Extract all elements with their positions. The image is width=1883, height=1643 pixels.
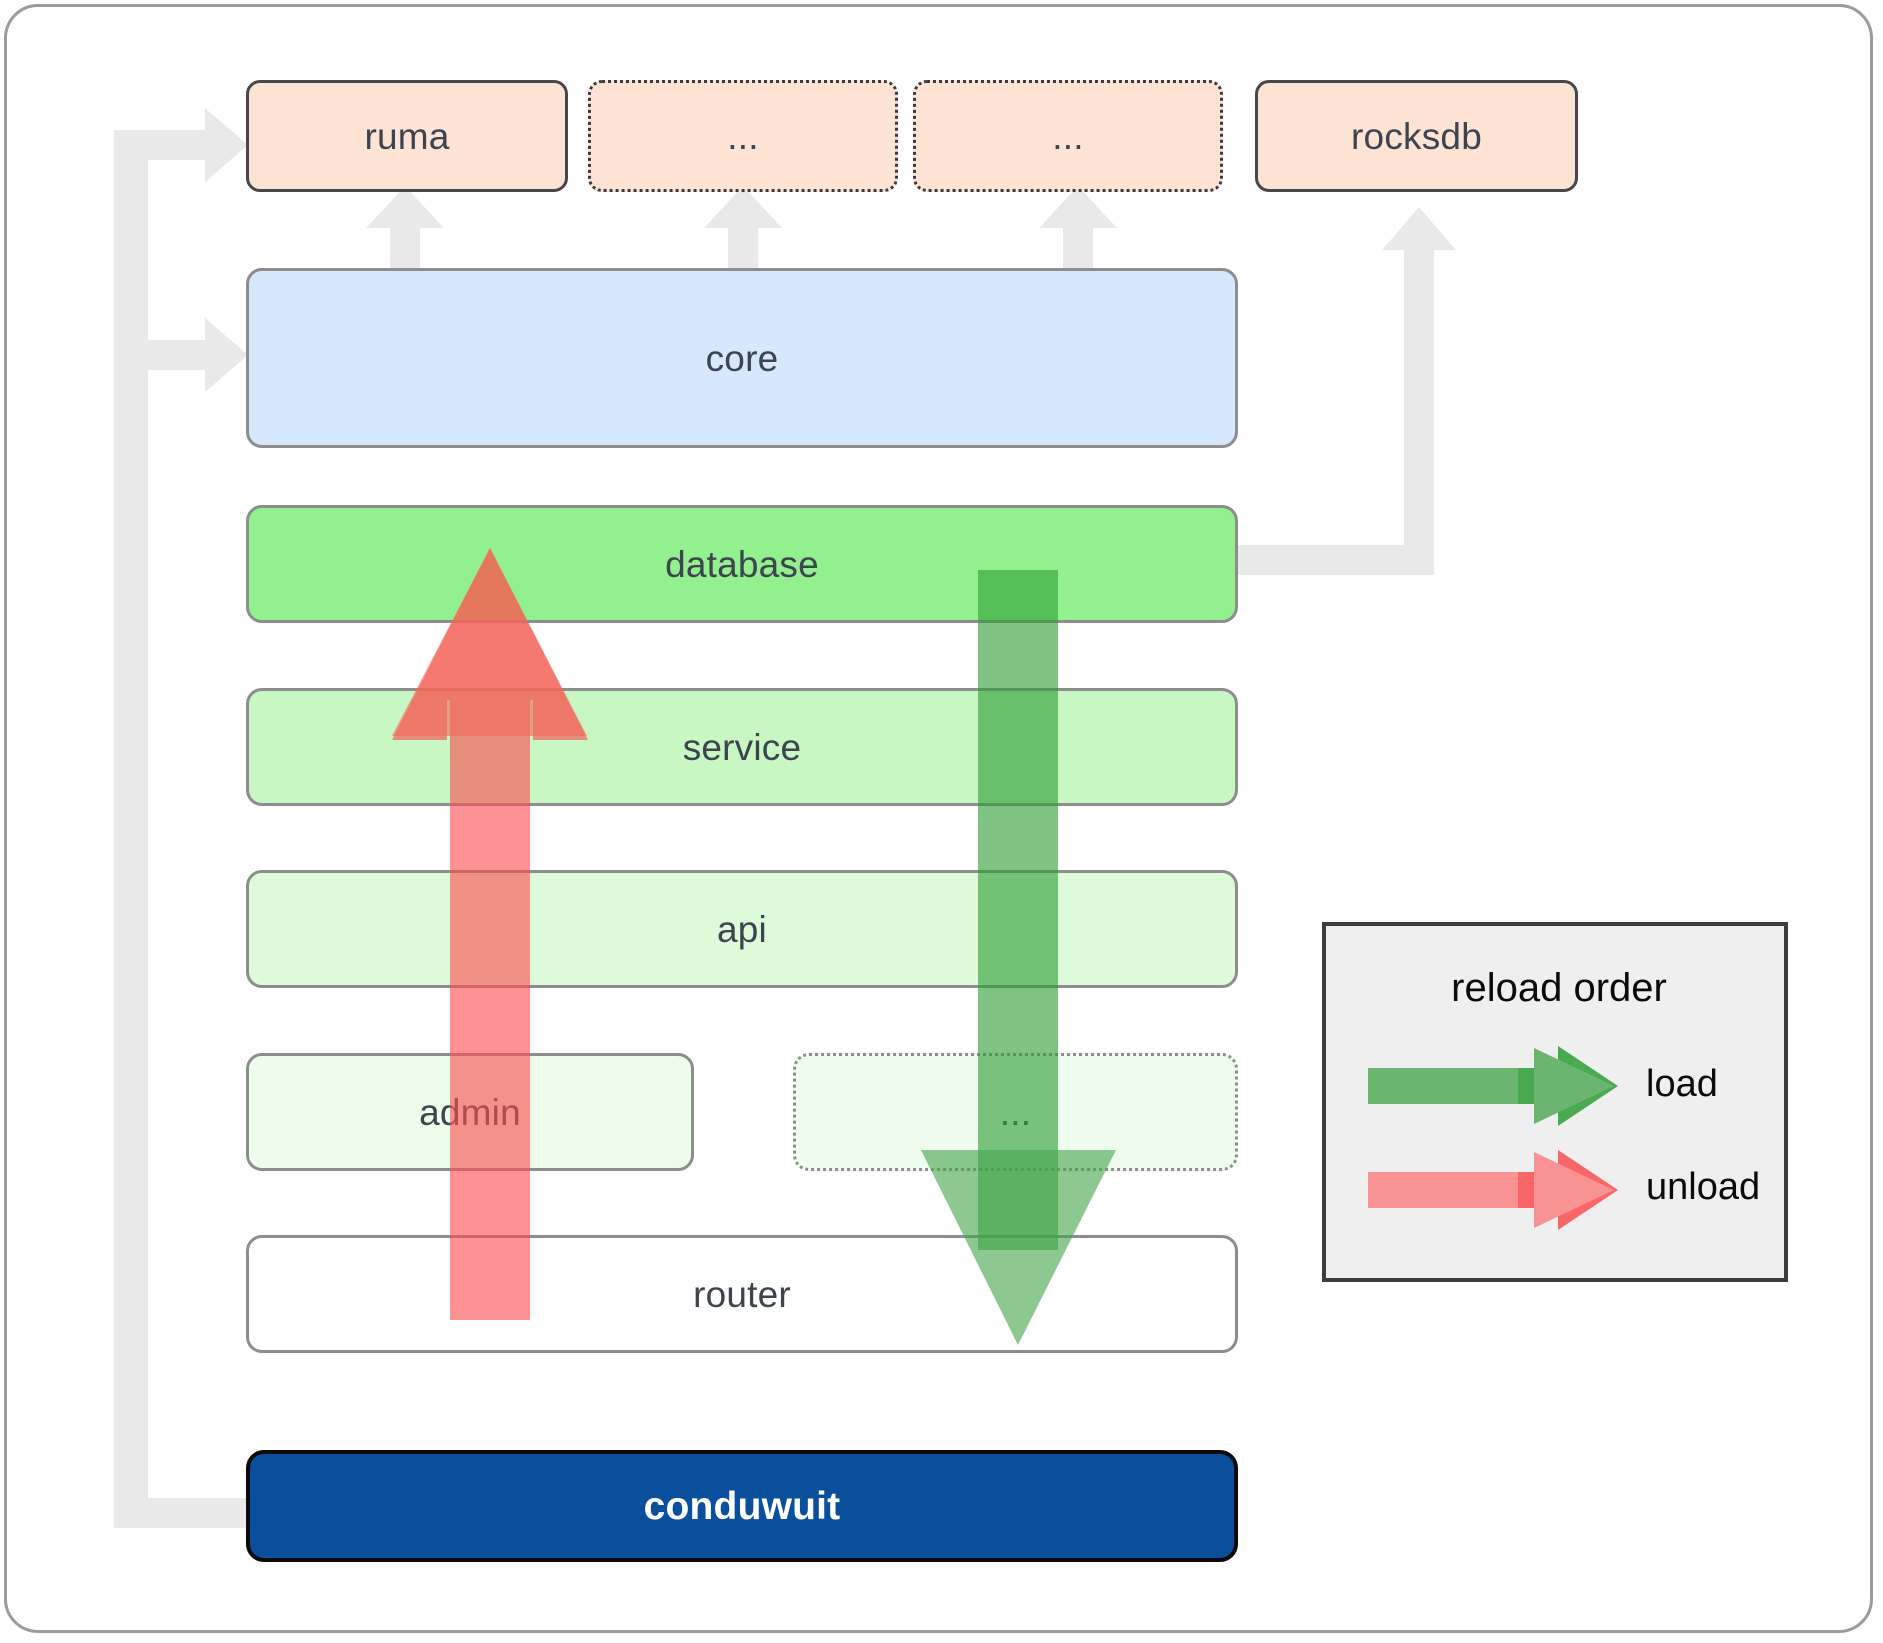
layer-database-label: database — [665, 543, 819, 585]
legend-load-arrow — [1368, 1046, 1618, 1126]
layer-admin[interactable]: admin — [246, 1053, 694, 1171]
layer-service-label: service — [682, 726, 802, 768]
crate-rocksdb-label: rocksdb — [1351, 115, 1482, 157]
layer-database[interactable]: database — [246, 505, 1238, 623]
layer-router-label: router — [693, 1273, 791, 1315]
legend-panel: reload order load unload — [1322, 922, 1788, 1282]
crate-dep-more-1[interactable]: ... — [588, 80, 898, 192]
binary-conduwuit[interactable]: conduwuit — [246, 1450, 1238, 1562]
crate-dep-more-1-label: ... — [727, 115, 759, 157]
layer-service[interactable]: service — [246, 688, 1238, 806]
crate-rocksdb[interactable]: rocksdb — [1255, 80, 1578, 192]
binary-conduwuit-label: conduwuit — [643, 1484, 841, 1528]
legend-load-label: load — [1646, 1063, 1718, 1105]
layer-api[interactable]: api — [246, 870, 1238, 988]
layer-api-label: api — [717, 908, 767, 950]
layer-more[interactable]: ... — [793, 1053, 1238, 1171]
legend-unload-arrow — [1368, 1150, 1618, 1230]
crate-ruma-label: ruma — [364, 115, 450, 157]
legend-unload-label: unload — [1646, 1166, 1761, 1208]
legend-arrows — [1368, 1046, 1618, 1230]
crate-dep-more-2-label: ... — [1052, 115, 1084, 157]
layer-core-label: core — [705, 337, 779, 379]
layer-more-label: ... — [999, 1091, 1032, 1133]
legend-title: reload order — [1451, 966, 1667, 1010]
diagram-frame — [4, 4, 1873, 1633]
layer-core[interactable]: core — [246, 268, 1238, 448]
crate-dep-more-2[interactable]: ... — [913, 80, 1223, 192]
crate-ruma[interactable]: ruma — [246, 80, 568, 192]
layer-router[interactable]: router — [246, 1235, 1238, 1353]
layer-admin-label: admin — [419, 1091, 521, 1133]
